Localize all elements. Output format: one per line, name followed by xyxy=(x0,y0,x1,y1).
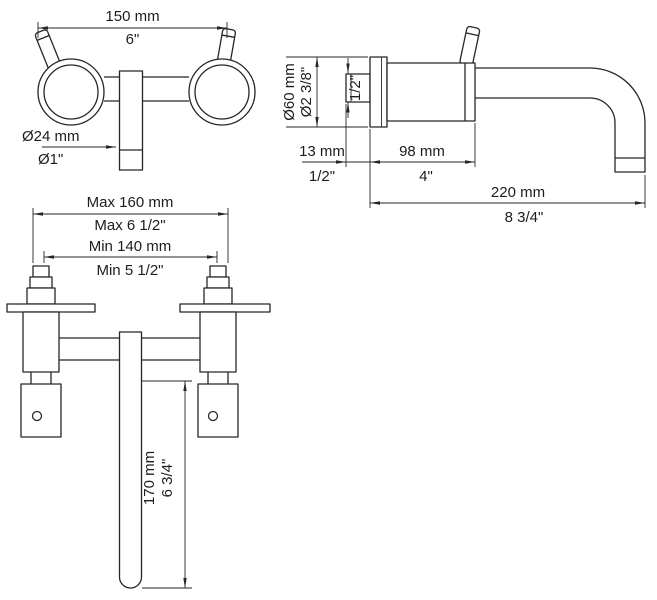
front-width-in-label: 6" xyxy=(126,31,140,48)
spout-drop-in-label: 6 3/4" xyxy=(159,459,176,498)
rough-in-dimension-lines xyxy=(32,208,229,589)
left-handle-escutcheon-inner xyxy=(43,64,99,120)
inlet-size-label: 1/2" xyxy=(347,75,364,101)
left-screw-hole xyxy=(31,410,43,422)
flange-diameter-mm-label: Ø60 mm xyxy=(281,63,298,121)
wall-depth-mm-label: 13 mm xyxy=(299,143,345,160)
right-screw-hole xyxy=(207,410,219,422)
min-spacing-mm-label: Min 140 mm xyxy=(89,238,172,255)
reach-in-label: 8 3/4" xyxy=(505,209,544,226)
right-valve-assembly xyxy=(179,265,271,438)
max-spacing-in-label: Max 6 1/2" xyxy=(94,217,165,234)
max-spacing-mm-label: Max 160 mm xyxy=(87,194,174,211)
right-handle-escutcheon-inner xyxy=(194,64,250,120)
wall-flange xyxy=(369,56,388,128)
spout-side xyxy=(475,67,646,173)
left-handle-escutcheon xyxy=(37,58,105,126)
spout-drop-tube xyxy=(118,331,143,589)
front-width-mm-label: 150 mm xyxy=(105,8,159,25)
left-valve-assembly xyxy=(6,265,96,438)
wall-depth-in-label: 1/2" xyxy=(309,168,335,185)
spout-front xyxy=(118,70,144,171)
front-view: 150 mm 6" Ø24 mm Ø1" xyxy=(22,8,256,171)
body-length-in-label: 4" xyxy=(419,168,433,185)
spout-diameter-in-label: Ø1" xyxy=(38,151,63,168)
side-view: Ø60 mm Ø2 3/8" 1/2" 13 mm 1/2" 98 mm 4" … xyxy=(281,25,646,226)
min-spacing-in-label: Min 5 1/2" xyxy=(96,262,163,279)
side-view-dimension-lines xyxy=(286,56,646,208)
flange-diameter-in-label: Ø2 3/8" xyxy=(298,67,315,117)
front-view-dimension-lines xyxy=(37,22,228,149)
side-handle-lever xyxy=(459,25,481,67)
wall-bar xyxy=(104,76,189,102)
valve-body-side xyxy=(386,62,476,122)
body-length-mm-label: 98 mm xyxy=(399,143,445,160)
reach-mm-label: 220 mm xyxy=(491,184,545,201)
spout-diameter-mm-label: Ø24 mm xyxy=(22,128,80,145)
rough-in-view: Max 160 mm Max 6 1/2" Min 140 mm Min 5 1… xyxy=(6,194,271,589)
inlet-fitting xyxy=(345,73,371,103)
right-handle-escutcheon xyxy=(188,58,256,126)
spout-drop-mm-label: 170 mm xyxy=(141,451,158,505)
